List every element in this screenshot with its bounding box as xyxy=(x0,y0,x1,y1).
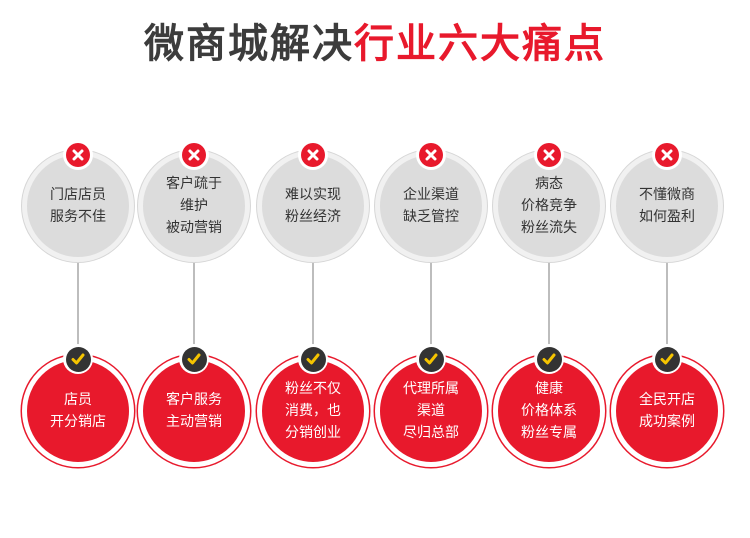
pain-text: 病态 价格竞争 粉丝流失 xyxy=(521,176,577,236)
cross-icon xyxy=(307,149,319,161)
title-part-red: 行业六大痛点 xyxy=(354,21,606,67)
pain-text: 不懂微商 如何盈利 xyxy=(639,187,695,225)
connector-line xyxy=(430,240,432,375)
cross-badge xyxy=(416,140,446,170)
check-icon xyxy=(306,353,320,365)
solution-text: 客户服务 主动营销 xyxy=(166,392,222,430)
check-badge xyxy=(179,344,209,374)
pain-circle: 难以实现 粉丝经济 xyxy=(257,150,369,262)
cross-badge xyxy=(534,140,564,170)
cross-badge xyxy=(652,140,682,170)
title-part-dark: 微商城解决 xyxy=(144,21,354,67)
solution-text: 店员 开分销店 xyxy=(50,392,106,430)
check-badge xyxy=(63,344,93,374)
column-1: 门店店员 服务不佳 店员 开分销店 xyxy=(22,0,134,538)
pain-text: 客户疏于 维护 被动营销 xyxy=(166,176,222,236)
pain-text: 企业渠道 缺乏管控 xyxy=(403,187,459,225)
cross-icon xyxy=(188,149,200,161)
column-5: 病态 价格竞争 粉丝流失 健康 价格体系 粉丝专属 xyxy=(493,0,605,538)
check-icon xyxy=(424,353,438,365)
column-2: 客户疏于 维护 被动营销 客户服务 主动营销 xyxy=(138,0,250,538)
connector-line xyxy=(77,240,79,375)
pain-text: 门店店员 服务不佳 xyxy=(50,187,106,225)
cross-badge xyxy=(179,140,209,170)
cross-icon xyxy=(661,149,673,161)
check-badge xyxy=(652,344,682,374)
check-badge xyxy=(298,344,328,374)
column-6: 不懂微商 如何盈利 全民开店 成功案例 xyxy=(611,0,723,538)
check-icon xyxy=(187,353,201,365)
cross-icon xyxy=(425,149,437,161)
cross-icon xyxy=(72,149,84,161)
solution-circle: 全民开店 成功案例 xyxy=(611,355,723,467)
check-icon xyxy=(71,353,85,365)
connector-line xyxy=(193,240,195,375)
page-title: 微商城解决行业六大痛点 xyxy=(0,14,750,74)
solution-text: 健康 价格体系 粉丝专属 xyxy=(521,381,577,441)
solution-circle: 店员 开分销店 xyxy=(22,355,134,467)
solution-text: 全民开店 成功案例 xyxy=(639,392,695,430)
pain-text: 难以实现 粉丝经济 xyxy=(285,187,341,225)
check-icon xyxy=(660,353,674,365)
column-3: 难以实现 粉丝经济 粉丝不仅 消费，也 分销创业 xyxy=(257,0,369,538)
check-badge xyxy=(416,344,446,374)
cross-badge xyxy=(63,140,93,170)
connector-line xyxy=(666,240,668,375)
pain-circle: 门店店员 服务不佳 xyxy=(22,150,134,262)
connector-line xyxy=(312,240,314,375)
column-4: 企业渠道 缺乏管控 代理所属 渠道 尽归总部 xyxy=(375,0,487,538)
cross-badge xyxy=(298,140,328,170)
connector-line xyxy=(548,240,550,375)
cross-icon xyxy=(543,149,555,161)
check-icon xyxy=(542,353,556,365)
solution-text: 代理所属 渠道 尽归总部 xyxy=(403,381,459,441)
solution-text: 粉丝不仅 消费，也 分销创业 xyxy=(285,381,341,441)
check-badge xyxy=(534,344,564,374)
